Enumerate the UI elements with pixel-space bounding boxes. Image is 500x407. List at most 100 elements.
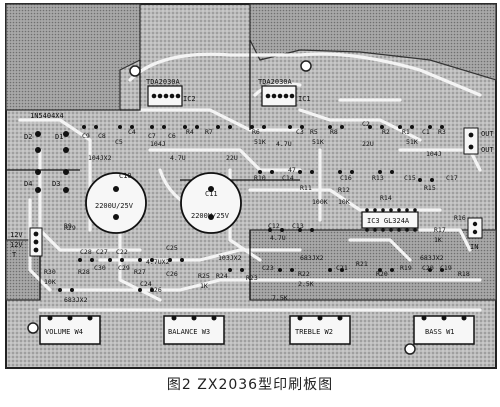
value-683jx2-a: 683JX2 [300,254,324,262]
value-104j: 104J [150,140,166,148]
r1-label: R1 [402,128,410,136]
r11-label: R11 [300,184,312,192]
r21-label: R21 [356,260,368,268]
input-label: IN [470,243,478,251]
r15-label: R15 [424,184,436,192]
c9-label: C9 [82,132,90,140]
value-47u-x2: 4.7UX2 [146,258,170,266]
d2-label: D2 [24,133,32,141]
c22-label: C22 [116,248,128,256]
ic2-ref-label: IC2 [183,95,196,103]
value-103jx2: 103JX2 [218,254,242,262]
ic2-footprint [147,85,183,107]
r6-label: R6 [252,128,260,136]
value-10k-b: 10K [338,198,350,206]
value-4u7-b: 4.7U [276,140,292,148]
ic2-type-label: TDA2030A [146,78,181,86]
c21-label: C21 [336,264,348,272]
pot-treble-footprint [289,315,351,345]
value-22u-b: 22U [362,140,374,148]
value-7-5k-a: 7.5K [272,294,288,302]
pot-balance-footprint [163,315,225,345]
output-connector [463,127,479,155]
ic1-footprint [261,85,297,107]
pot-bass-label: BASS W1 [425,328,455,336]
c12-label: C12 [268,222,280,230]
pcb-board-drawing: TDA2030A IC2 TDA2030A IC1 C10 2200U/25V … [5,3,497,369]
value-4u7-a: 4.7U [170,154,186,162]
pot-volume-label: VOLUME W4 [45,328,83,336]
r12-label: R12 [338,186,350,194]
pot-bass-footprint [413,315,475,345]
capacitor-c10-footprint [85,172,147,234]
value-4u7-c: 4.7U [270,234,286,242]
c20-label: C20 [422,264,434,272]
value-100k: 100K [312,198,328,206]
r3-label: R3 [438,128,446,136]
mounting-holes [27,60,416,355]
r20-label: R20 [376,270,388,278]
c15-label: C15 [404,174,416,182]
d4-label: D4 [24,180,32,188]
value-2-5k: 2.5K [298,280,314,288]
diode-pads [35,131,69,193]
d3-label: D3 [52,180,60,188]
c26-label: C26 [166,270,178,278]
c14-label: C14 [282,174,294,182]
ic1-type-label: TDA2030A [258,78,293,86]
input-connector [467,217,483,239]
r18-label: R18 [458,270,470,278]
r22-label: R22 [298,270,310,278]
capacitor-c11-footprint [180,172,242,234]
ic1-ref-label: IC1 [298,95,311,103]
c2-label: C2 [362,120,370,128]
c10-value-label: 2200U/25V [95,202,134,210]
r14-label: R14 [380,194,392,202]
c3-label: C3 [296,128,304,136]
value-51k-a: 51K [254,138,266,146]
r9-label: R9 [64,222,72,230]
c11-value-label: 2200U/25V [191,212,230,220]
c7-label: C7 [148,132,156,140]
power-t-label: T [12,251,17,259]
r8-label: R8 [330,128,338,136]
power-12v-bottom-label: 12V [10,241,23,249]
c23-label: C23 [262,264,274,272]
c29-label: C29 [118,264,130,272]
r30-label: R30 [44,268,56,276]
c24-label: C24 [140,280,152,288]
c11-ref-label: C11 [205,190,218,198]
pot-volume-footprint [39,315,101,345]
c5-label: C5 [115,138,123,146]
value-10k-a: 10K [44,278,56,286]
figure-caption: 图2 ZX2036型印刷板图 [166,377,334,393]
r29-label: R29 [64,224,76,232]
c30-label: C30 [94,264,106,272]
d1-label: D1 [55,133,63,141]
out-bottom-label: OUT [481,146,494,154]
value-1k-a: 1K [200,282,208,290]
c1-label: C1 [422,128,430,136]
power-connector [29,227,43,257]
r4-label: R4 [186,128,194,136]
r13-label: R13 [372,174,384,182]
diode-part-label: 1N5404X4 [30,112,64,120]
c27-label: C27 [96,248,108,256]
value-104jx2: 104JX2 [88,154,112,162]
value-683jx2-c: 683JX2 [64,296,88,304]
c19-label: C19 [440,264,452,272]
pot-treble-label: TREBLE W2 [295,328,333,336]
r16-label: R16 [454,214,466,222]
r25-label: R25 [198,272,210,280]
r5-label: R5 [310,128,318,136]
r2-label: R2 [382,128,390,136]
r24-label: R24 [216,272,228,280]
r28-label: R28 [78,268,90,276]
c8-label: C8 [98,132,106,140]
c4-label: C4 [128,128,136,136]
c10-ref-label: C10 [119,172,132,180]
c28-label: C28 [80,248,92,256]
r17-label: R17 [434,226,446,234]
pot-balance-label: BALANCE W3 [168,328,210,336]
